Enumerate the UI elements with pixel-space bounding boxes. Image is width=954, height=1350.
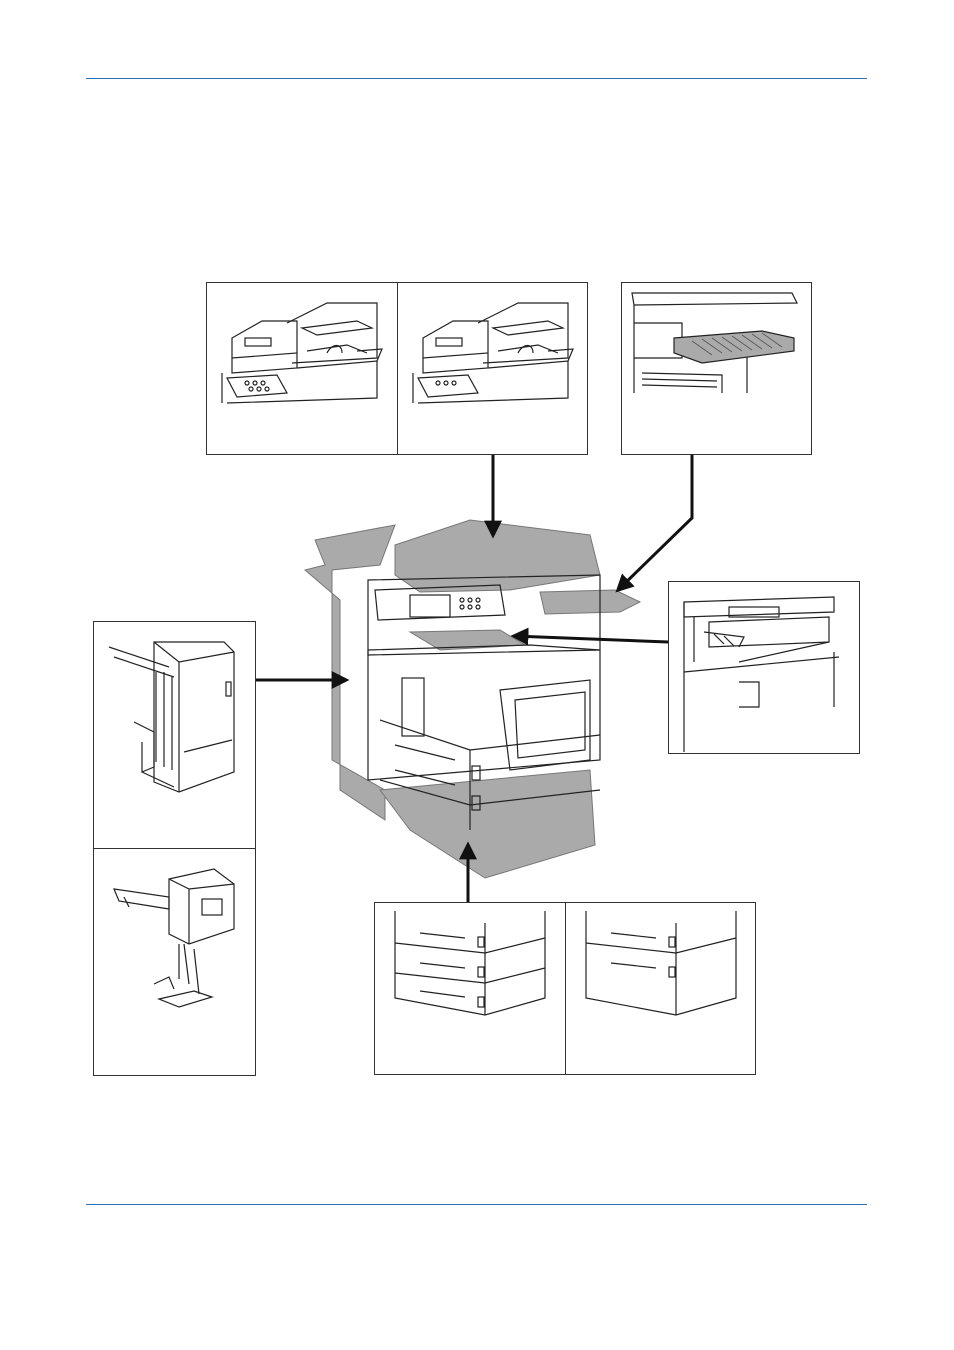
finisher-highlight: [303, 524, 396, 821]
job-separator-panel: [621, 282, 812, 455]
arrow-internal-tray: [510, 627, 669, 646]
paper-feeder-highlight: [379, 769, 596, 879]
panel-divider: [94, 848, 255, 849]
footer-rule: [86, 1204, 867, 1205]
internal-tray-icon: [683, 596, 840, 752]
document-processor-panel: [206, 282, 588, 455]
job-separator-highlight: [539, 589, 642, 615]
panel-divider: [565, 903, 566, 1074]
internal-tray-panel: [668, 581, 860, 754]
booklet-finisher-icon: [113, 868, 235, 1008]
finisher-panel: [93, 621, 256, 1076]
machine-body: [367, 574, 601, 830]
document-finisher-icon: [108, 641, 235, 793]
panel-divider: [397, 283, 398, 454]
paper-feeder-3-icon: [394, 911, 546, 1016]
paper-feeder-2-icon: [585, 911, 737, 1016]
paper-feeder-panel: [374, 902, 756, 1075]
arrow-job-separator: [615, 455, 694, 593]
dp-variant-a-icon: [221, 302, 383, 404]
job-separator-icon: [631, 292, 798, 393]
header-rule: [86, 78, 867, 79]
document-processor-highlight: [394, 519, 601, 593]
dp-variant-b-icon: [412, 302, 574, 404]
